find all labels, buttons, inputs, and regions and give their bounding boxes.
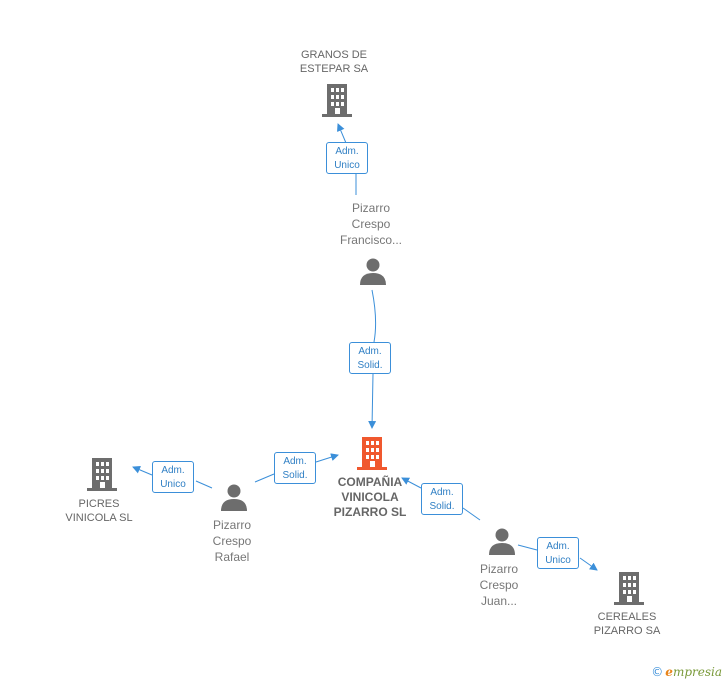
edge-label-rafael-compania: Adm. Solid.: [274, 452, 316, 484]
edge-label-francisco-granos: Adm. Unico: [326, 142, 368, 174]
building-icon: [87, 458, 117, 491]
edge-label-rafael-picres: Adm. Unico: [152, 461, 194, 493]
brand-name: mpresia: [672, 665, 722, 679]
person-label-juan[interactable]: Pizarro Crespo Juan...: [479, 562, 519, 608]
edge-rafael-compania: [254, 455, 338, 483]
person-icon: [360, 258, 386, 285]
main-building-icon: [357, 437, 387, 470]
copyright-icon: ©: [651, 665, 664, 679]
edge-label-juan-cereales: Adm. Unico: [537, 537, 579, 569]
company-label-main[interactable]: COMPAÑIA VINICOLA PIZARRO SL: [333, 475, 407, 519]
person-label-francisco[interactable]: Pizarro Crespo Francisco...: [339, 201, 402, 247]
edge-label-juan-compania: Adm. Solid.: [421, 483, 463, 515]
edge-francisco-granos: [338, 124, 357, 195]
person-icon: [221, 484, 247, 511]
company-label-granos[interactable]: GRANOS DE ESTEPAR SA: [299, 49, 369, 75]
edge-juan-compania: [402, 478, 481, 521]
edge-label-francisco-compania: Adm. Solid.: [349, 342, 391, 374]
edge-francisco-compania: [372, 289, 376, 428]
building-icon: [614, 572, 644, 605]
brand-logo: ©empresia: [651, 665, 722, 679]
building-icon: [322, 84, 352, 117]
edge-rafael-picres: [133, 467, 213, 489]
person-icon: [489, 528, 515, 555]
brand-initial: e: [665, 665, 673, 679]
edge-juan-cereales: [517, 544, 597, 570]
person-label-rafael[interactable]: Pizarro Crespo Rafael: [212, 518, 252, 564]
company-label-picres[interactable]: PICRES VINICOLA SL: [65, 498, 133, 524]
company-label-cereales[interactable]: CEREALES PIZARRO SA: [593, 611, 661, 637]
